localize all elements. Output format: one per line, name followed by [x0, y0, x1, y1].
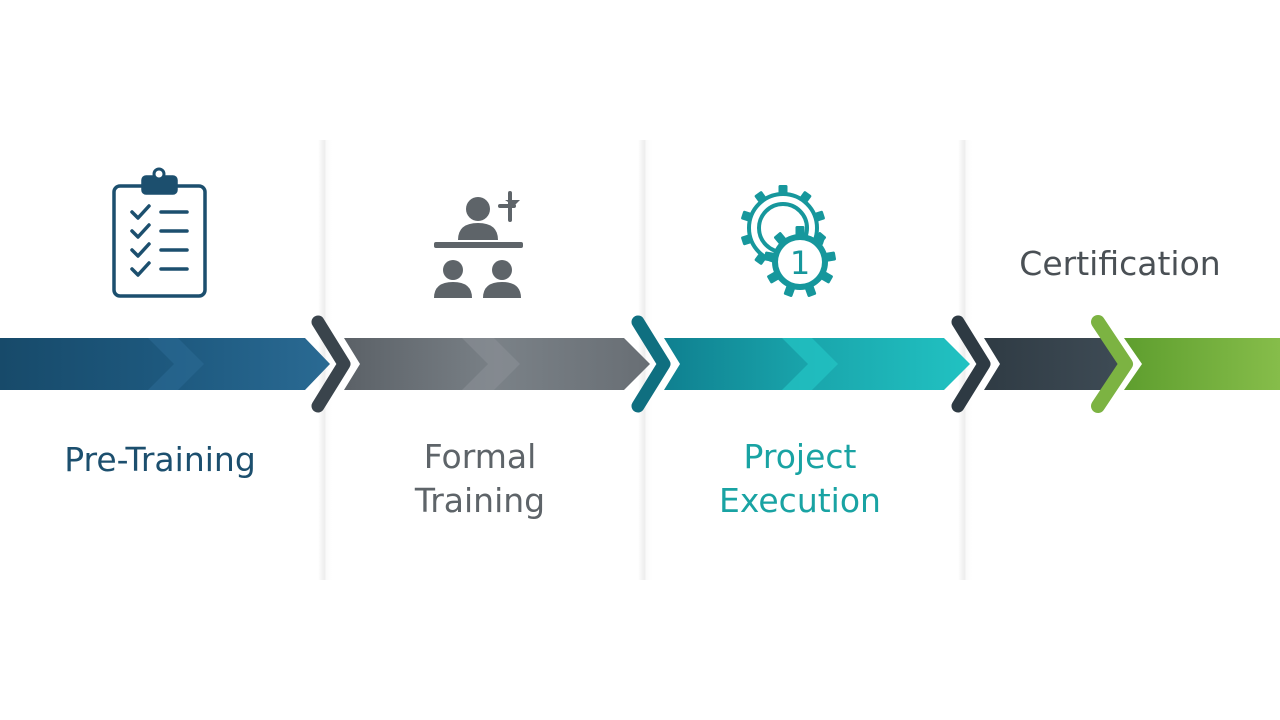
- gear-tooth: [754, 191, 767, 204]
- gear-tooth: [813, 210, 825, 222]
- chevron-separator-green: [1091, 315, 1133, 413]
- gear-tooth: [767, 271, 780, 284]
- gear-tooth: [741, 234, 753, 246]
- stage-label-line: Execution: [719, 481, 881, 520]
- gears-number-one-icon: 1: [741, 185, 836, 297]
- stage-label-line: Formal: [423, 437, 537, 476]
- gear-tooth: [825, 251, 836, 262]
- gear-tooth: [813, 232, 826, 245]
- stage-label-formal-training: Formal Training: [360, 435, 600, 523]
- stage-label-line: Pre-Training: [64, 440, 256, 479]
- stage-label-line: Training: [414, 481, 546, 520]
- gear-tooth: [783, 285, 795, 297]
- chevron-separator: [631, 315, 671, 413]
- classroom-presentation-icon: [434, 191, 523, 298]
- chevron-separator: [311, 315, 351, 413]
- timeline-segment-pre-training: [0, 338, 330, 390]
- chevron-separator: [951, 315, 991, 413]
- timeline-segment-certification: [984, 338, 1130, 390]
- stage-label-line: Project: [743, 437, 857, 476]
- stage-label-line: Certification: [1019, 244, 1221, 283]
- gear-tooth: [741, 210, 753, 222]
- stage-label-project-execution: Project Execution: [680, 435, 920, 523]
- clipboard-checklist-icon: [112, 167, 207, 298]
- gear-tooth: [774, 232, 787, 245]
- stage-label-certification: Certification: [1000, 242, 1240, 286]
- gear-tooth: [778, 185, 788, 195]
- stage-label-pre-training: Pre-Training: [40, 438, 280, 482]
- gear-tooth: [754, 252, 767, 265]
- gear-tooth: [820, 271, 833, 284]
- timeline-segment-project-execution: [664, 338, 970, 390]
- gear-tooth: [795, 226, 805, 236]
- timeline-segment-formal-training: [344, 338, 650, 390]
- gear-tooth: [764, 251, 775, 262]
- timeline-segment-final: [1124, 338, 1280, 390]
- gear-tooth: [805, 285, 817, 297]
- gear-badge-number: 1: [790, 244, 810, 282]
- gear-tooth: [799, 191, 812, 204]
